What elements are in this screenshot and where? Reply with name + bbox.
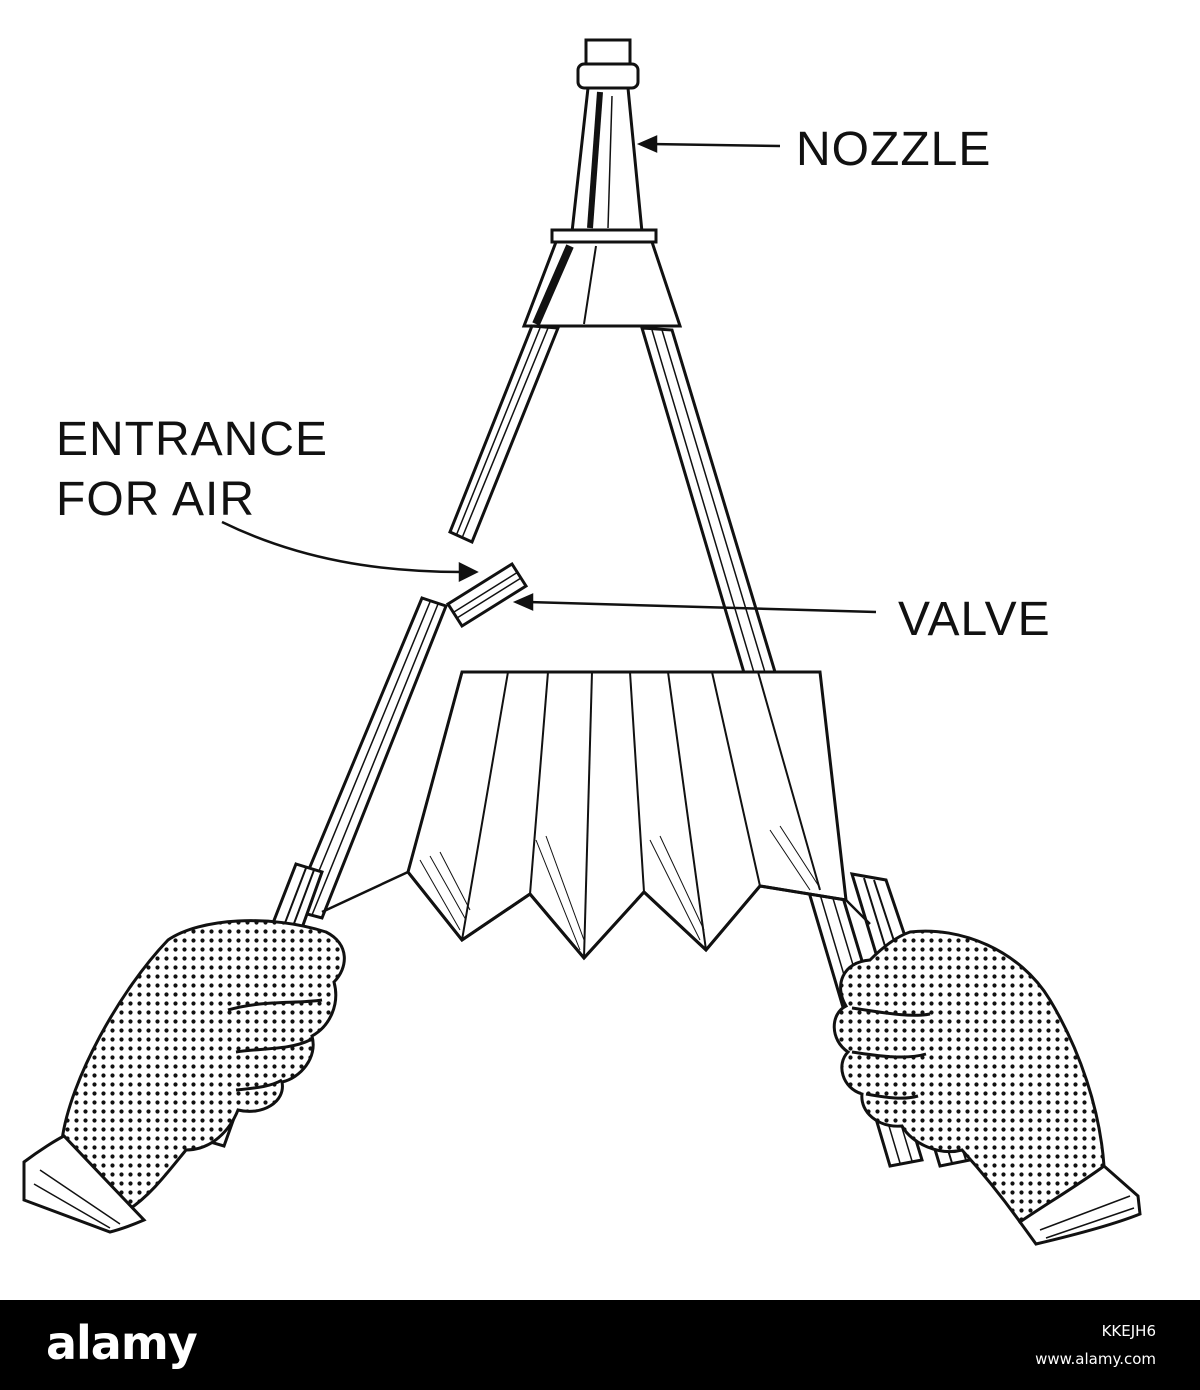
valve [445, 561, 529, 629]
valve-arrow [512, 593, 877, 614]
entrance-label-line-1: ENTRANCE [56, 413, 329, 466]
nozzle-arrow [636, 135, 781, 153]
brand-logo: alamy [46, 1316, 198, 1370]
nozzle [521, 38, 683, 328]
entrance-for-air-label: ENTRANCE FOR AIR [56, 410, 328, 530]
nozzle-label: NOZZLE [796, 123, 992, 176]
right-hand [832, 929, 1142, 1246]
bellows-illustration: NOZZLE ENTRANCE FOR AIR VALVE [22, 38, 1142, 1246]
site-url-text: www.alamy.com [1035, 1350, 1156, 1368]
entrance-arrow [221, 520, 479, 583]
bellows-drawing [22, 38, 1142, 1246]
stock-photo-footer: alamy KKEJH6 www.alamy.com [0, 1300, 1200, 1390]
image-id-text: KKEJH6 [1101, 1322, 1156, 1340]
bellows-fabric [321, 670, 871, 961]
left-hand [22, 919, 346, 1234]
left-handle-upper [448, 324, 561, 545]
entrance-label-line-2: FOR AIR [56, 473, 256, 526]
valve-label: VALVE [898, 593, 1051, 646]
